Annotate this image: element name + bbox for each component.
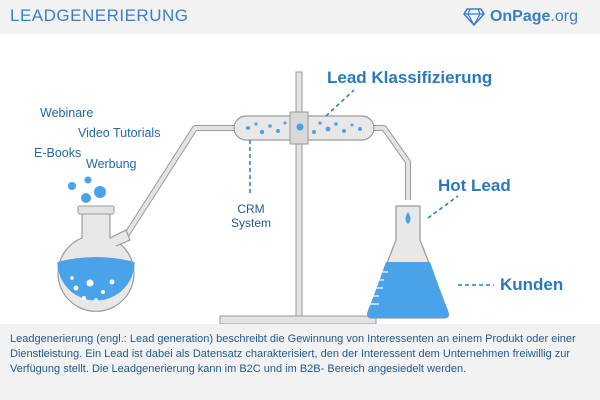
label-lead-klassifizierung: Lead Klassifizierung [327, 68, 493, 87]
onpage-logo[interactable]: OnPage.org [463, 7, 578, 27]
logo-text-suffix: .org [550, 8, 578, 25]
label-crm-line2: System [230, 216, 271, 230]
connector-pipe-right [370, 125, 411, 200]
footer-text: Leadgenerierung (engl.: Lead generation)… [10, 333, 576, 375]
source-werbung: Werbung [86, 157, 137, 171]
source-webinare: Webinare [40, 106, 94, 120]
stand-pole [295, 71, 303, 325]
leader-hot-lead [427, 195, 459, 219]
stand-base [219, 315, 377, 325]
label-crm-line1: CRM [237, 202, 265, 216]
tube-bubbles [246, 121, 362, 135]
customer-flask [366, 205, 450, 319]
label-kunden: Kunden [500, 275, 564, 294]
page-title: LEADGENERIERUNG [10, 6, 189, 25]
footer-description: Leadgenerierung (engl.: Lead generation)… [0, 324, 600, 400]
leader-lead-klassifizierung [325, 89, 355, 117]
rising-bubbles [68, 176, 106, 203]
connector-pipe-right-inner [370, 126, 410, 200]
label-hot-lead: Hot Lead [438, 176, 511, 195]
connector-pipe-left-inner [120, 126, 238, 244]
logo-text: OnPage.org [490, 8, 578, 26]
source-ebooks: E-Books [34, 146, 82, 160]
source-video-tutorials: Video Tutorials [78, 126, 161, 140]
flask-scale [369, 271, 388, 305]
label-crm-system: CRM System [224, 202, 278, 230]
connector-pipe-left [119, 125, 238, 244]
diamond-icon [463, 8, 485, 26]
logo-text-bold: OnPage [489, 8, 551, 25]
header-bar: LEADGENERIERUNG OnPage.org [0, 0, 600, 34]
source-flask [57, 205, 135, 312]
